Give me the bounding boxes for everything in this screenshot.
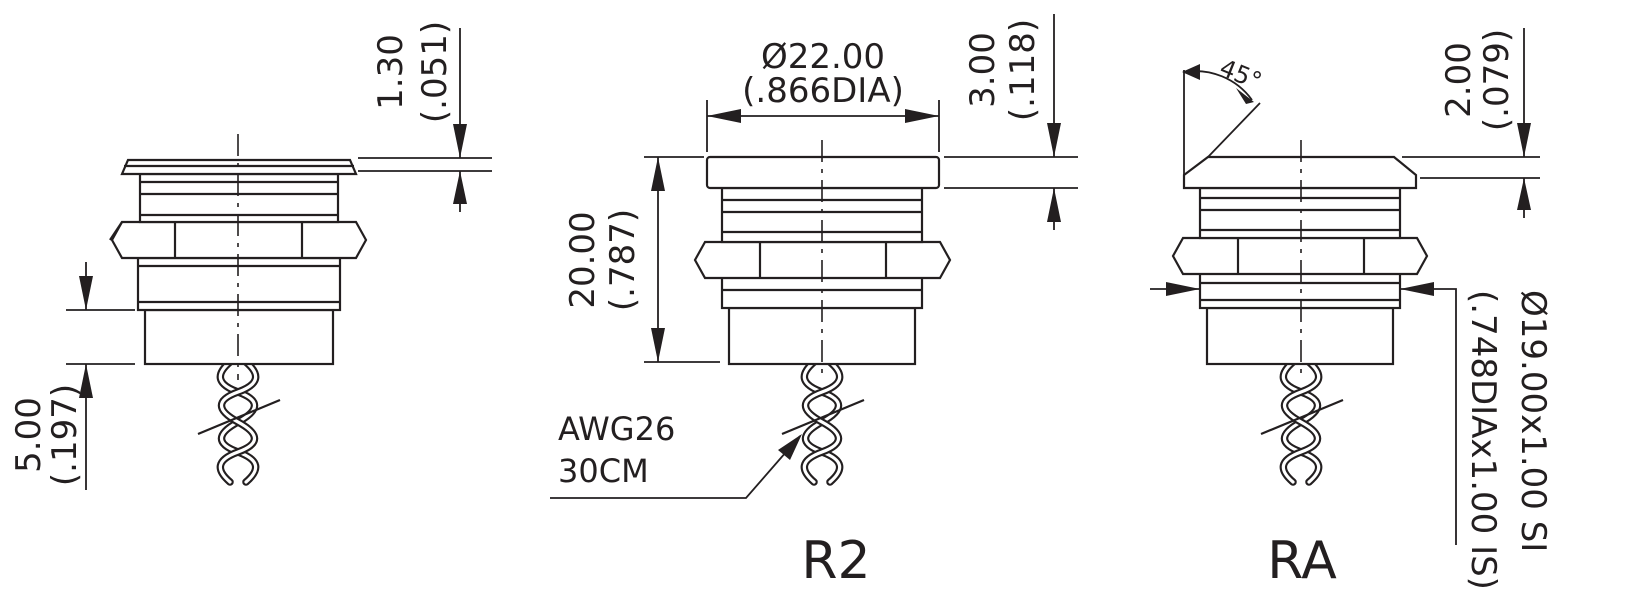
dim-head-inch-r2: (.118) [1003,19,1043,121]
dim-terminal-inch: (.197) [45,384,85,486]
dim-head-mm-ra: 2.00 [1439,42,1479,118]
dim-head-inch-ra: (.079) [1477,29,1517,131]
dim-thread-mm: Ø19.00x1.00 SI [1513,290,1553,552]
wire-length-label: 30CM [558,452,649,490]
terminal-wires [198,362,280,482]
dim-terminal-mm: 5.00 [9,397,49,473]
terminal-wires-r2 [782,362,864,482]
thread-dim: Ø19.00x1.00 SI (.748DIAx1.00 IS) [1150,282,1553,590]
dim-head-mm-left: 1.30 [371,34,411,110]
dim-head-inch-left: (.051) [415,21,455,123]
switch-body [109,134,368,380]
wire-gauge-label: AWG26 [558,410,675,448]
view-title-ra: RA [1267,531,1337,591]
head-thickness-dim-r2: 3.00 (.118) [944,14,1078,230]
dim-head-mm-r2: 3.00 [963,32,1003,108]
dim-body-mm: 20.00 [563,211,603,308]
wire-callout: AWG26 30CM [550,410,802,499]
view-title-r2: R2 [801,531,870,591]
switch-body-ra [1171,140,1429,380]
view-left: 1.30 (.051) 5.00 (.197) [9,21,492,490]
head-thickness-dim: 1.30 (.051) [358,21,492,212]
terminal-wires-ra [1261,362,1343,482]
view-ra: 45° 2.00 (.079) Ø19.00x1.00 SI (.748DIAx… [1150,28,1553,591]
dim-diameter-inch: (.866DIA) [742,71,904,111]
dim-thread-inch: (.748DIAx1.00 IS) [1463,290,1503,590]
dim-diameter-mm: Ø22.00 [761,37,885,77]
switch-body-r2 [693,140,952,380]
head-thickness-dim-ra: 2.00 (.079) [1402,28,1540,218]
body-length-dim: 20.00 (.787) [563,156,720,363]
terminal-length-dim: 5.00 (.197) [9,262,135,490]
view-r2: Ø22.00 (.866DIA) 3.00 (.118) 20.00 (.787… [550,14,1078,591]
diameter-dim: Ø22.00 (.866DIA) [706,37,940,152]
dim-chamfer-angle: 45° [1216,54,1266,96]
dim-body-inch: (.787) [603,209,643,311]
